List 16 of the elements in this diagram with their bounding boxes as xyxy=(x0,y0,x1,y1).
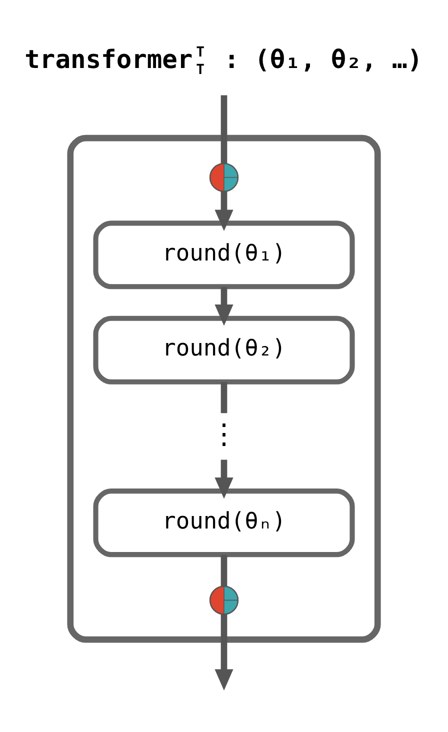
connector xyxy=(220,382,228,414)
node-box: round(θₙ) xyxy=(93,488,355,558)
node-box: round(θ₁) xyxy=(93,220,355,290)
label: T xyxy=(196,62,204,78)
node-text: ⋮ xyxy=(210,418,238,451)
diagram-title: transformer xyxy=(24,44,193,74)
arrow xyxy=(214,191,234,231)
label: : (θ₁, θ₂, …) xyxy=(224,44,423,74)
label: T xyxy=(196,44,204,60)
connector xyxy=(220,554,228,586)
node-box: round(θ₂) xyxy=(93,316,355,384)
connector xyxy=(220,95,228,164)
arrow xyxy=(214,287,234,326)
arrow xyxy=(214,614,234,690)
cluster xyxy=(67,134,381,643)
arrow xyxy=(214,460,234,499)
